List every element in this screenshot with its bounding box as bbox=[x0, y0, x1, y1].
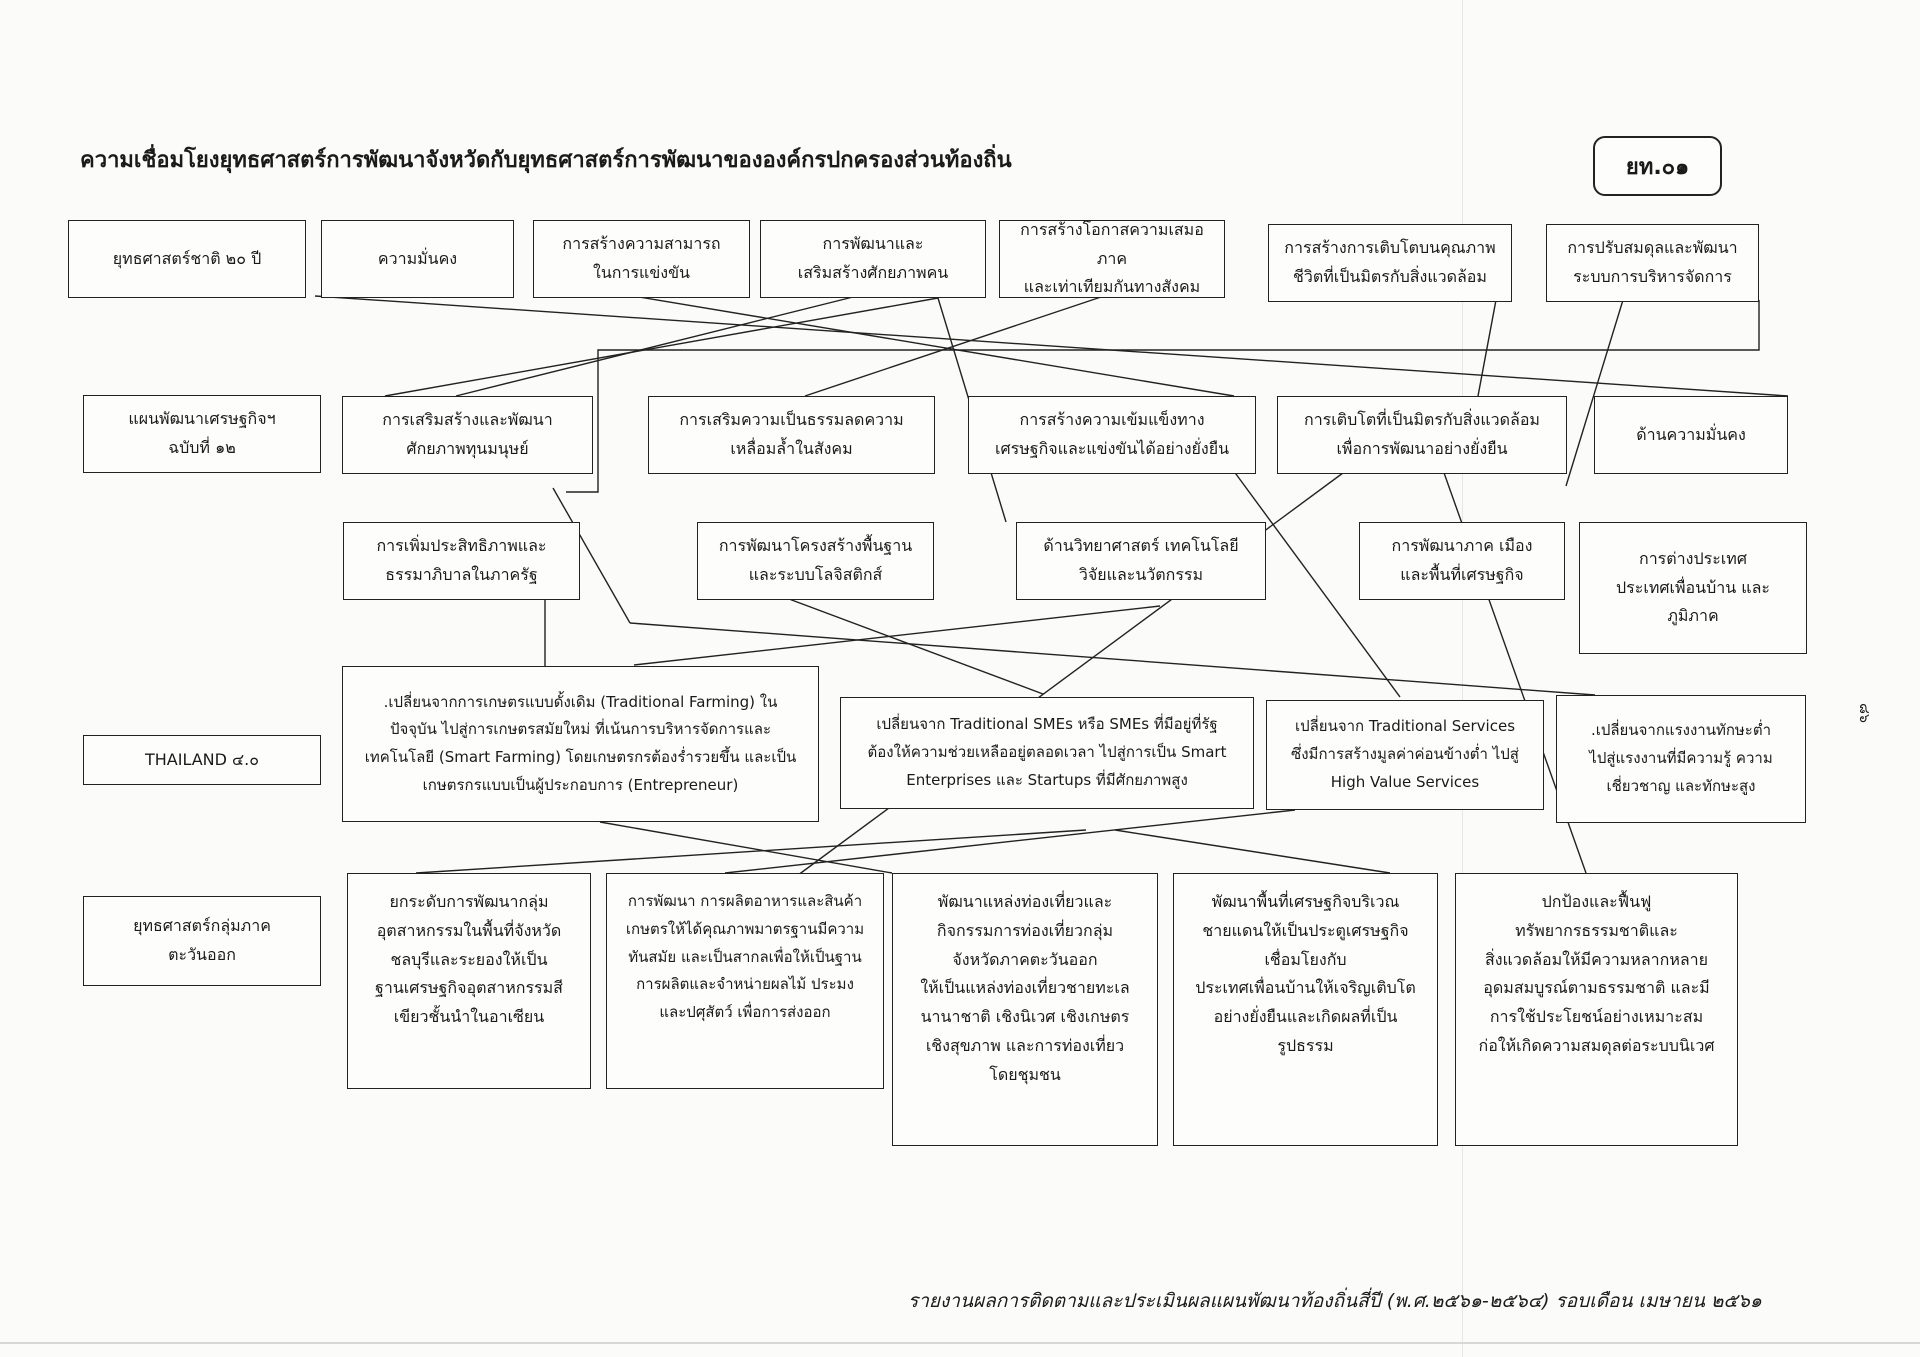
plan12-public-governance: การเพิ่มประสิทธิภาพและ ธรรมาภิบาลในภาครั… bbox=[343, 522, 580, 600]
row-label-eastern-region: ยุทธศาสตร์กลุ่มภาค ตะวันออก bbox=[83, 896, 321, 986]
connector bbox=[599, 821, 893, 874]
national-security: ความมั่นคง bbox=[321, 220, 514, 298]
connector bbox=[804, 295, 1105, 397]
thailand40-smart-farming: .เปลี่ยนจากการเกษตรแบบดั้งเดิม (Traditio… bbox=[342, 666, 819, 822]
national-management-reform: การปรับสมดุลและพัฒนา ระบบการบริหารจัดการ bbox=[1546, 224, 1759, 302]
connector bbox=[1477, 299, 1497, 397]
plan12-reduce-inequality: การเสริมความเป็นธรรมลดความ เหลื่อมล้ำในส… bbox=[648, 396, 935, 474]
page-title: ความเชื่อมโยงยุทธศาสตร์การพัฒนาจังหวัดกั… bbox=[80, 148, 1012, 173]
plan12-science-technology: ด้านวิทยาศาสตร์ เทคโนโลยี วิจัยและนวัตกร… bbox=[1016, 522, 1266, 600]
document-code-badge: ยท.๐๑ bbox=[1593, 136, 1722, 196]
plan12-infrastructure-logistics: การพัฒนาโครงสร้างพื้นฐาน และระบบโลจิสติก… bbox=[697, 522, 934, 600]
connector bbox=[1114, 829, 1391, 874]
plan12-human-capital: การเสริมสร้างและพัฒนา ศักยภาพทุนมนุษย์ bbox=[342, 396, 593, 474]
page-number: ๘๖ bbox=[1855, 703, 1872, 723]
page-fold-line bbox=[1462, 0, 1463, 1357]
national-competitiveness: การสร้างความสามารถ ในการแข่งขัน bbox=[533, 220, 750, 298]
plan12-green-growth: การเติบโตที่เป็นมิตรกับสิ่งแวดล้อม เพื่อ… bbox=[1277, 396, 1567, 474]
row-label-economic-plan-12: แผนพัฒนาเศรษฐกิจฯ ฉบับที่ ๑๒ bbox=[83, 395, 321, 473]
connector bbox=[415, 829, 1087, 874]
eastern-agriculture-export: การพัฒนา การผลิตอาหารและสินค้า เกษตรให้ไ… bbox=[606, 873, 884, 1089]
row-label-national-strategy: ยุทธศาสตร์ชาติ ๒๐ ปี bbox=[68, 220, 306, 298]
connector bbox=[455, 295, 858, 397]
report-footer: รายงานผลการติดตามและประเมินผลแผนพัฒนาท้อ… bbox=[908, 1290, 1762, 1312]
connector bbox=[633, 605, 1161, 666]
national-human-development: การพัฒนาและ เสริมสร้างศักยภาพคน bbox=[760, 220, 986, 298]
page-bottom-edge bbox=[0, 1342, 1920, 1344]
national-social-equality: การสร้างโอกาสความเสมอภาค และเท่าเทียมกัน… bbox=[999, 220, 1225, 298]
connector bbox=[384, 297, 939, 397]
eastern-border-economy: พัฒนาพื้นที่เศรษฐกิจบริเวณ ชายแดนให้เป็น… bbox=[1173, 873, 1438, 1146]
connector bbox=[314, 295, 1789, 397]
thailand40-smart-enterprises: เปลี่ยนจาก Traditional SMEs หรือ SMEs ที… bbox=[840, 697, 1254, 809]
thailand40-high-value-services: เปลี่ยนจาก Traditional Services ซึ่งมีกา… bbox=[1266, 700, 1544, 810]
plan12-security: ด้านความมั่นคง bbox=[1594, 396, 1788, 474]
row-label-thailand-4: THAILAND ๔.๐ bbox=[83, 735, 321, 785]
eastern-green-industry: ยกระดับการพัฒนากลุ่ม อุตสาหกรรมในพื้นที่… bbox=[347, 873, 591, 1089]
national-green-growth: การสร้างการเติบโตบนคุณภาพ ชีวิตที่เป็นมิ… bbox=[1268, 224, 1512, 302]
plan12-foreign-affairs: การต่างประเทศ ประเทศเพื่อนบ้าน และ ภูมิภ… bbox=[1579, 522, 1807, 654]
plan12-economic-strength: การสร้างความเข้มแข็งทาง เศรษฐกิจและแข่งข… bbox=[968, 396, 1256, 474]
eastern-environment: ปกป้องและฟื้นฟู ทรัพยากรธรรมชาติและ สิ่ง… bbox=[1455, 873, 1738, 1146]
thailand40-skilled-labor: .เปลี่ยนจากแรงงานทักษะต่ำ ไปสู่แรงงานที่… bbox=[1556, 695, 1806, 823]
eastern-tourism: พัฒนาแหล่งท่องเที่ยวและ กิจกรรมการท่องเท… bbox=[892, 873, 1158, 1146]
plan12-regional-development: การพัฒนาภาค เมือง และพื้นที่เศรษฐกิจ bbox=[1359, 522, 1565, 600]
connector bbox=[632, 295, 1235, 397]
